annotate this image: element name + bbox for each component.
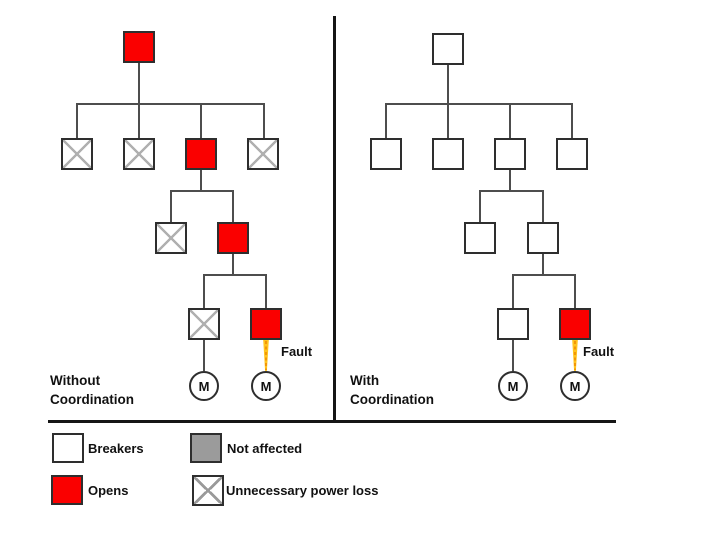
wo-breaker-main xyxy=(123,31,155,63)
wc-breaker-feeder-3 xyxy=(494,138,526,170)
wo-fault-label: Fault xyxy=(281,344,313,359)
motor-label: M xyxy=(569,378,581,394)
wc-caption: With Coordination xyxy=(350,371,434,409)
legend-swatch-power-loss xyxy=(192,475,224,506)
wo-breaker-sub-2 xyxy=(217,222,249,254)
wc-breaker-feeder-2 xyxy=(432,138,464,170)
wc-caption-line1: With xyxy=(350,373,380,388)
wc-breaker-main xyxy=(432,33,464,65)
wc-breaker-sub-1 xyxy=(464,222,496,254)
motor-label: M xyxy=(198,378,210,394)
legend-label-breakers: Breakers xyxy=(88,441,144,456)
wc-fault-label: Fault xyxy=(583,344,615,359)
wc-breaker-feeder-1 xyxy=(370,138,402,170)
legend-swatch-opens xyxy=(51,475,83,505)
legend-label-power-loss: Unnecessary power loss xyxy=(226,483,379,498)
wo-breaker-branch-2 xyxy=(250,308,282,340)
wo-caption-line2: Coordination xyxy=(50,392,134,407)
motor-label: M xyxy=(260,378,272,394)
legend-label-opens: Opens xyxy=(88,483,129,498)
wc-motor-1: M xyxy=(498,371,528,401)
wo-breaker-feeder-2 xyxy=(123,138,155,170)
wo-breaker-branch-1 xyxy=(188,308,220,340)
panel-divider-horizontal xyxy=(48,420,616,423)
wc-breaker-sub-2 xyxy=(527,222,559,254)
legend-label-not-affected: Not affected xyxy=(227,441,303,456)
wo-motor-1: M xyxy=(189,371,219,401)
legend-swatch-not-affected xyxy=(190,433,222,463)
fault-spark-right xyxy=(572,340,578,371)
wo-breaker-sub-1 xyxy=(155,222,187,254)
wo-motor-2: M xyxy=(251,371,281,401)
wc-breaker-branch-1 xyxy=(497,308,529,340)
wc-caption-line2: Coordination xyxy=(350,392,434,407)
wc-motor-2: M xyxy=(560,371,590,401)
wo-breaker-feeder-4 xyxy=(247,138,279,170)
wo-breaker-feeder-3 xyxy=(185,138,217,170)
motor-label: M xyxy=(507,378,519,394)
legend-swatch-breakers xyxy=(52,433,84,463)
wo-caption-line1: Without xyxy=(50,373,101,388)
wc-breaker-branch-2 xyxy=(559,308,591,340)
wc-breaker-feeder-4 xyxy=(556,138,588,170)
wo-breaker-feeder-1 xyxy=(61,138,93,170)
wo-caption: Without Coordination xyxy=(50,371,134,409)
fault-spark-left xyxy=(263,340,269,371)
panel-divider-vertical xyxy=(333,16,336,421)
